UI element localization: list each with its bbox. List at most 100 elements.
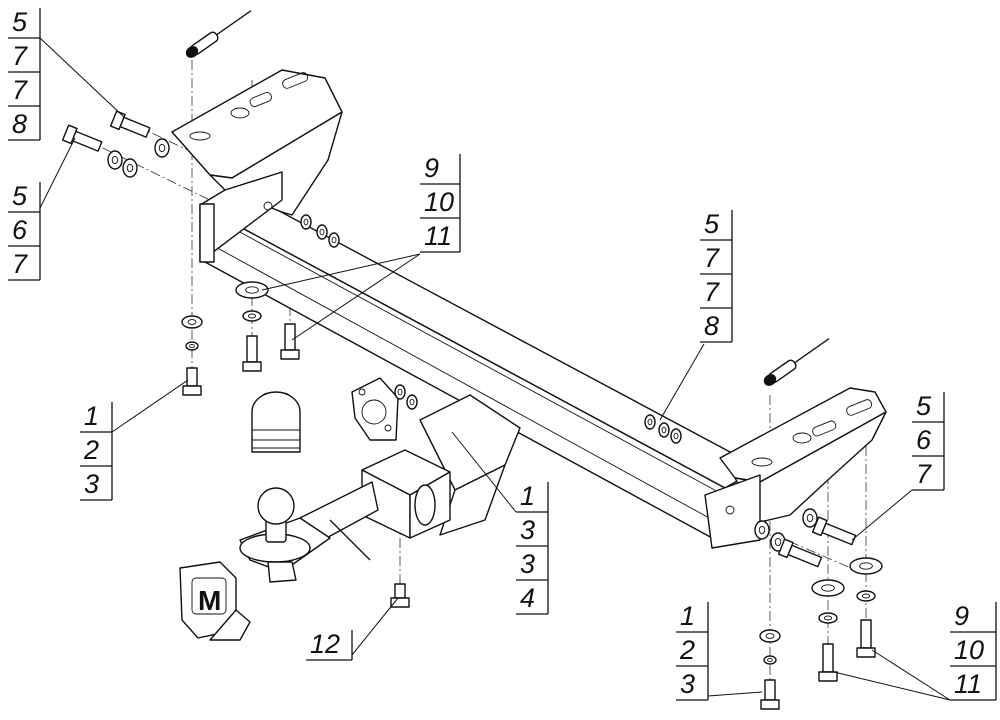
hardware-outline bbox=[658, 422, 670, 438]
washer bbox=[122, 158, 138, 178]
washer bbox=[406, 394, 418, 410]
hardware-outline bbox=[811, 516, 828, 537]
bolt bbox=[856, 619, 876, 658]
washer bbox=[185, 341, 199, 351]
hardware-outline bbox=[71, 130, 103, 152]
callout-number: 1 bbox=[520, 481, 535, 511]
callout-number: 12 bbox=[310, 629, 340, 659]
callout-number: 2 bbox=[679, 635, 695, 665]
callout-c-bottom-mid: 12 bbox=[306, 629, 353, 661]
hardware-outline bbox=[185, 341, 199, 351]
callout-number: 8 bbox=[12, 109, 27, 139]
hardware-outline bbox=[406, 394, 418, 410]
fastener-hardware bbox=[61, 10, 883, 710]
hardware-outline bbox=[185, 46, 199, 58]
bolt bbox=[390, 583, 410, 608]
callout-c-left-mid: 567 bbox=[8, 181, 41, 281]
leader-lines bbox=[39, 37, 951, 701]
callout-number: 4 bbox=[520, 583, 535, 613]
hardware-outline bbox=[802, 508, 818, 528]
tow-ball bbox=[257, 487, 295, 543]
hardware-outline bbox=[644, 414, 656, 430]
hardware-outline bbox=[300, 214, 312, 230]
hardware-outline bbox=[242, 310, 262, 322]
hardware-outline bbox=[409, 398, 415, 406]
hardware-outline bbox=[107, 150, 123, 170]
callout-number: 7 bbox=[704, 243, 720, 273]
hardware-outline bbox=[856, 647, 876, 658]
callout-c-left-low: 123 bbox=[80, 401, 113, 501]
washer bbox=[658, 422, 670, 438]
hardware-outline bbox=[759, 629, 781, 643]
bolt bbox=[760, 679, 780, 710]
hardware-outline bbox=[189, 343, 195, 349]
hardware-outline bbox=[822, 643, 834, 673]
hardware-outline bbox=[158, 143, 166, 153]
hardware-outline bbox=[246, 335, 258, 363]
hardware-outline bbox=[181, 315, 203, 329]
hardware-outline bbox=[767, 657, 773, 663]
bolt bbox=[182, 367, 202, 396]
washer bbox=[181, 315, 203, 329]
hardware-outline bbox=[661, 426, 667, 434]
washer bbox=[670, 428, 682, 444]
callout-c-right-mid: 567 bbox=[912, 391, 945, 491]
washer bbox=[856, 590, 876, 602]
tow-ball-cover bbox=[251, 391, 301, 453]
callout-number: 1 bbox=[680, 601, 695, 631]
hardware-outline bbox=[394, 384, 406, 400]
hardware-outline bbox=[777, 538, 794, 559]
hardware-outline bbox=[280, 349, 300, 360]
hardware-outline bbox=[670, 428, 682, 444]
hardware-outline bbox=[111, 155, 119, 165]
hardware-outline bbox=[764, 679, 776, 701]
hardware-outline bbox=[856, 590, 876, 602]
callout-number: 10 bbox=[424, 187, 454, 217]
callout-number: 2 bbox=[83, 435, 99, 465]
washer bbox=[300, 214, 312, 230]
washer bbox=[107, 150, 123, 170]
washer bbox=[759, 629, 781, 643]
callout-number: 5 bbox=[916, 391, 932, 421]
hardware-outline bbox=[109, 110, 126, 131]
hardware-outline bbox=[394, 583, 406, 599]
electrical-socket-plate bbox=[351, 377, 399, 441]
callout-number: 9 bbox=[954, 601, 969, 631]
callout-number: 6 bbox=[12, 215, 28, 245]
hardware-outline bbox=[818, 612, 838, 624]
hardware-outline bbox=[61, 124, 78, 145]
callout-c-bottom-right1: 1 2 3 bbox=[676, 601, 709, 701]
callout-number: 1 bbox=[84, 401, 99, 431]
washer bbox=[763, 655, 777, 665]
hardware-outline bbox=[331, 236, 337, 244]
callout-number: 3 bbox=[520, 549, 535, 579]
hardware-outline bbox=[754, 520, 770, 540]
washer bbox=[316, 224, 328, 240]
spring-pin bbox=[185, 10, 252, 58]
hardware-outline bbox=[811, 579, 845, 597]
hardware-outline bbox=[861, 593, 871, 599]
hardware-outline bbox=[758, 525, 766, 535]
hardware-outline bbox=[774, 537, 782, 547]
hardware-outline bbox=[763, 655, 777, 665]
hardware-outline bbox=[186, 367, 198, 387]
hardware-outline bbox=[806, 513, 814, 523]
ball-mount-assembly bbox=[239, 394, 521, 583]
callout-number: 8 bbox=[704, 311, 719, 341]
washer bbox=[394, 384, 406, 400]
washer bbox=[235, 281, 269, 299]
callout-number: 7 bbox=[704, 277, 720, 307]
hardware-outline bbox=[328, 232, 340, 248]
hardware-outline bbox=[182, 385, 202, 396]
left-mounting-bracket bbox=[171, 69, 343, 263]
washer bbox=[818, 612, 838, 624]
spring-pin bbox=[763, 338, 830, 386]
hardware-outline bbox=[119, 116, 151, 138]
bolt bbox=[777, 538, 823, 568]
callout-number: 3 bbox=[680, 669, 695, 699]
